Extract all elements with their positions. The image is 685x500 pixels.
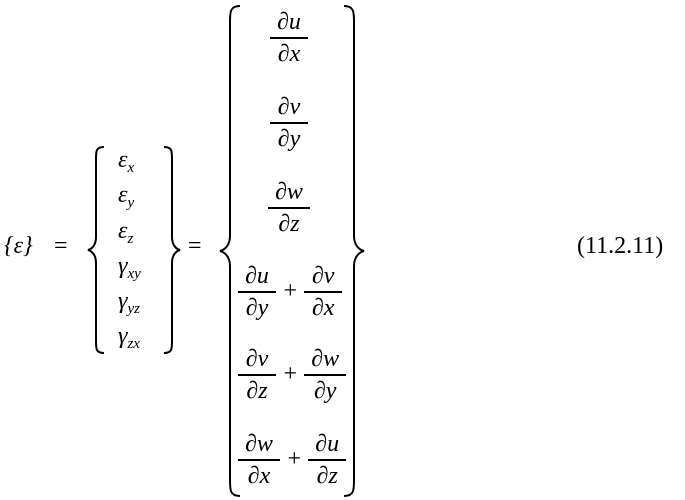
derivative-fraction: ∂u∂x [270,8,308,68]
strain-component: εy [118,182,135,211]
right-brace-large [343,5,365,497]
equation-number: (11.2.11) [577,233,664,259]
strain-component: γyz [118,288,140,317]
strain-component: γxy [118,253,141,282]
strain-component: εz [118,218,134,247]
shear-strain-sum: ∂w∂x + ∂u∂z [238,430,347,490]
derivative-fraction: ∂v∂y [270,93,308,153]
equals-sign-2: = [188,233,202,259]
shear-strain-sum: ∂v∂z + ∂w∂y [238,345,347,405]
right-brace-small [163,146,181,354]
strain-component: εx [118,147,135,176]
strain-vector-symbol: {ε} [4,233,33,259]
strain-component: γzx [118,323,140,352]
left-brace-large [219,5,241,497]
equals-sign-1: = [54,233,68,259]
left-brace-small [87,146,105,354]
derivative-fraction: ∂w∂z [268,178,310,238]
shear-strain-sum: ∂u∂y + ∂v∂x [238,262,343,322]
